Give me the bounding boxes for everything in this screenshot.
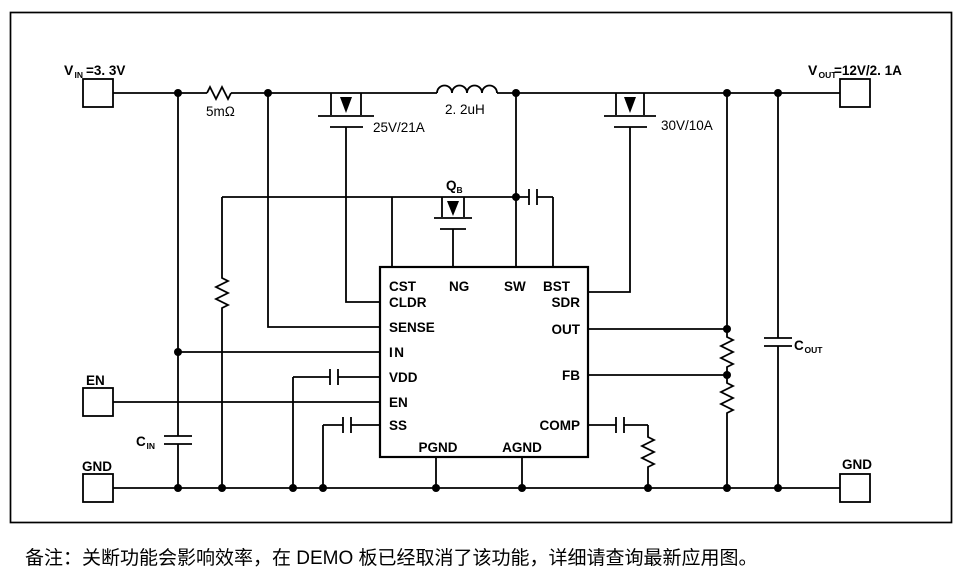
wire-pgnd-agnd — [435, 457, 523, 488]
ic-pin-cst: CST — [389, 279, 417, 294]
ss-cap — [322, 417, 380, 488]
junction-dot — [174, 348, 182, 356]
feedback-divider — [718, 93, 736, 488]
cout-cap — [764, 93, 792, 488]
junction-dot — [432, 484, 440, 492]
junction-dot — [264, 89, 272, 97]
bypass-fet-arrow-icon — [447, 201, 459, 216]
high-side-fet-arrow-icon — [340, 97, 352, 113]
vin-label: V — [64, 62, 74, 78]
cin-label: C — [136, 434, 146, 449]
en-terminal-pad — [82, 387, 114, 417]
ic-pin-fb: FB — [562, 368, 580, 383]
cout-label-sub: OUT — [805, 345, 824, 355]
junction-dot — [723, 89, 731, 97]
gnd-left-label: GND — [82, 459, 112, 474]
high-side-fet-symbol — [318, 93, 380, 303]
wire-vin-column — [164, 93, 192, 488]
rectifier-fet-symbol — [588, 93, 656, 293]
bypass-fet-label-sub: B — [457, 185, 463, 195]
sense-resistor-symbol — [206, 84, 232, 102]
rectifier-fet-arrow-icon — [624, 97, 636, 113]
ic-pin-sdr: SDR — [551, 295, 580, 310]
ic-pin-en: EN — [389, 395, 408, 410]
ic-pin-cldr: CLDR — [389, 295, 427, 310]
ic-pin-ng: NG — [449, 279, 469, 294]
ic-body — [378, 265, 590, 459]
vdd-cap — [292, 369, 380, 488]
junction-dot — [218, 484, 226, 492]
vin-value: =3. 3V — [86, 63, 125, 78]
ic-pin-sw: SW — [504, 279, 526, 294]
comp-network — [588, 417, 657, 488]
cin-label-sub: IN — [147, 441, 156, 451]
vout-terminal-pad — [839, 78, 871, 108]
ic-pin-out: OUT — [552, 322, 581, 337]
vout-label-sub: OUT — [819, 70, 838, 80]
gnd-left-terminal-pad — [82, 473, 114, 503]
vout-label: V — [808, 62, 818, 78]
ic-pin-ss: SS — [389, 418, 407, 433]
junction-dot — [774, 484, 782, 492]
ic-pin-pgnd: PGND — [418, 440, 457, 455]
junction-dot — [512, 89, 520, 97]
inductor-value: 2. 2uH — [445, 102, 485, 117]
vout-value: =12V/2. 1A — [834, 63, 902, 78]
gnd-right-label: GND — [842, 457, 872, 472]
diagram-border — [9, 11, 953, 524]
ic-pin-comp: COMP — [540, 418, 581, 433]
junction-dot — [319, 484, 327, 492]
junction-dot — [289, 484, 297, 492]
inductor-symbol — [436, 84, 498, 94]
vin-terminal-pad — [82, 78, 114, 108]
ic-pin-bst: BST — [543, 279, 571, 294]
high-side-fet-rating: 25V/21A — [373, 120, 425, 135]
ic-pin-agnd: AGND — [502, 440, 542, 455]
bypass-fet-label: Q — [446, 178, 457, 193]
pulldown-resistor — [213, 197, 231, 488]
junction-dot — [174, 484, 182, 492]
junction-dot — [723, 325, 731, 333]
bootstrap-cap — [516, 189, 554, 267]
junction-dot — [512, 193, 520, 201]
ic-pin-sense: SENSE — [389, 320, 435, 335]
junction-dots — [174, 89, 782, 492]
wire-sense — [267, 93, 380, 328]
junction-dot — [518, 484, 526, 492]
junction-dot — [723, 484, 731, 492]
wires — [113, 84, 840, 489]
en-terminal-label: EN — [86, 373, 105, 388]
junction-dot — [723, 371, 731, 379]
junction-dot — [644, 484, 652, 492]
gnd-right-terminal-pad — [839, 473, 871, 503]
junction-dot — [174, 89, 182, 97]
rectifier-fet-rating: 30V/10A — [661, 118, 713, 133]
junction-dot — [774, 89, 782, 97]
vin-label-sub: IN — [75, 70, 84, 80]
cout-label: C — [794, 338, 804, 353]
sense-resistor-value: 5mΩ — [206, 104, 235, 119]
ic-pin-vdd: VDD — [389, 370, 418, 385]
ic-pin-in: IN — [389, 345, 406, 360]
note-text: 备注：关断功能会影响效率，在 DEMO 板已经取消了该功能，详细请查询最新应用图… — [25, 548, 758, 569]
bypass-fet-symbol — [434, 197, 472, 267]
